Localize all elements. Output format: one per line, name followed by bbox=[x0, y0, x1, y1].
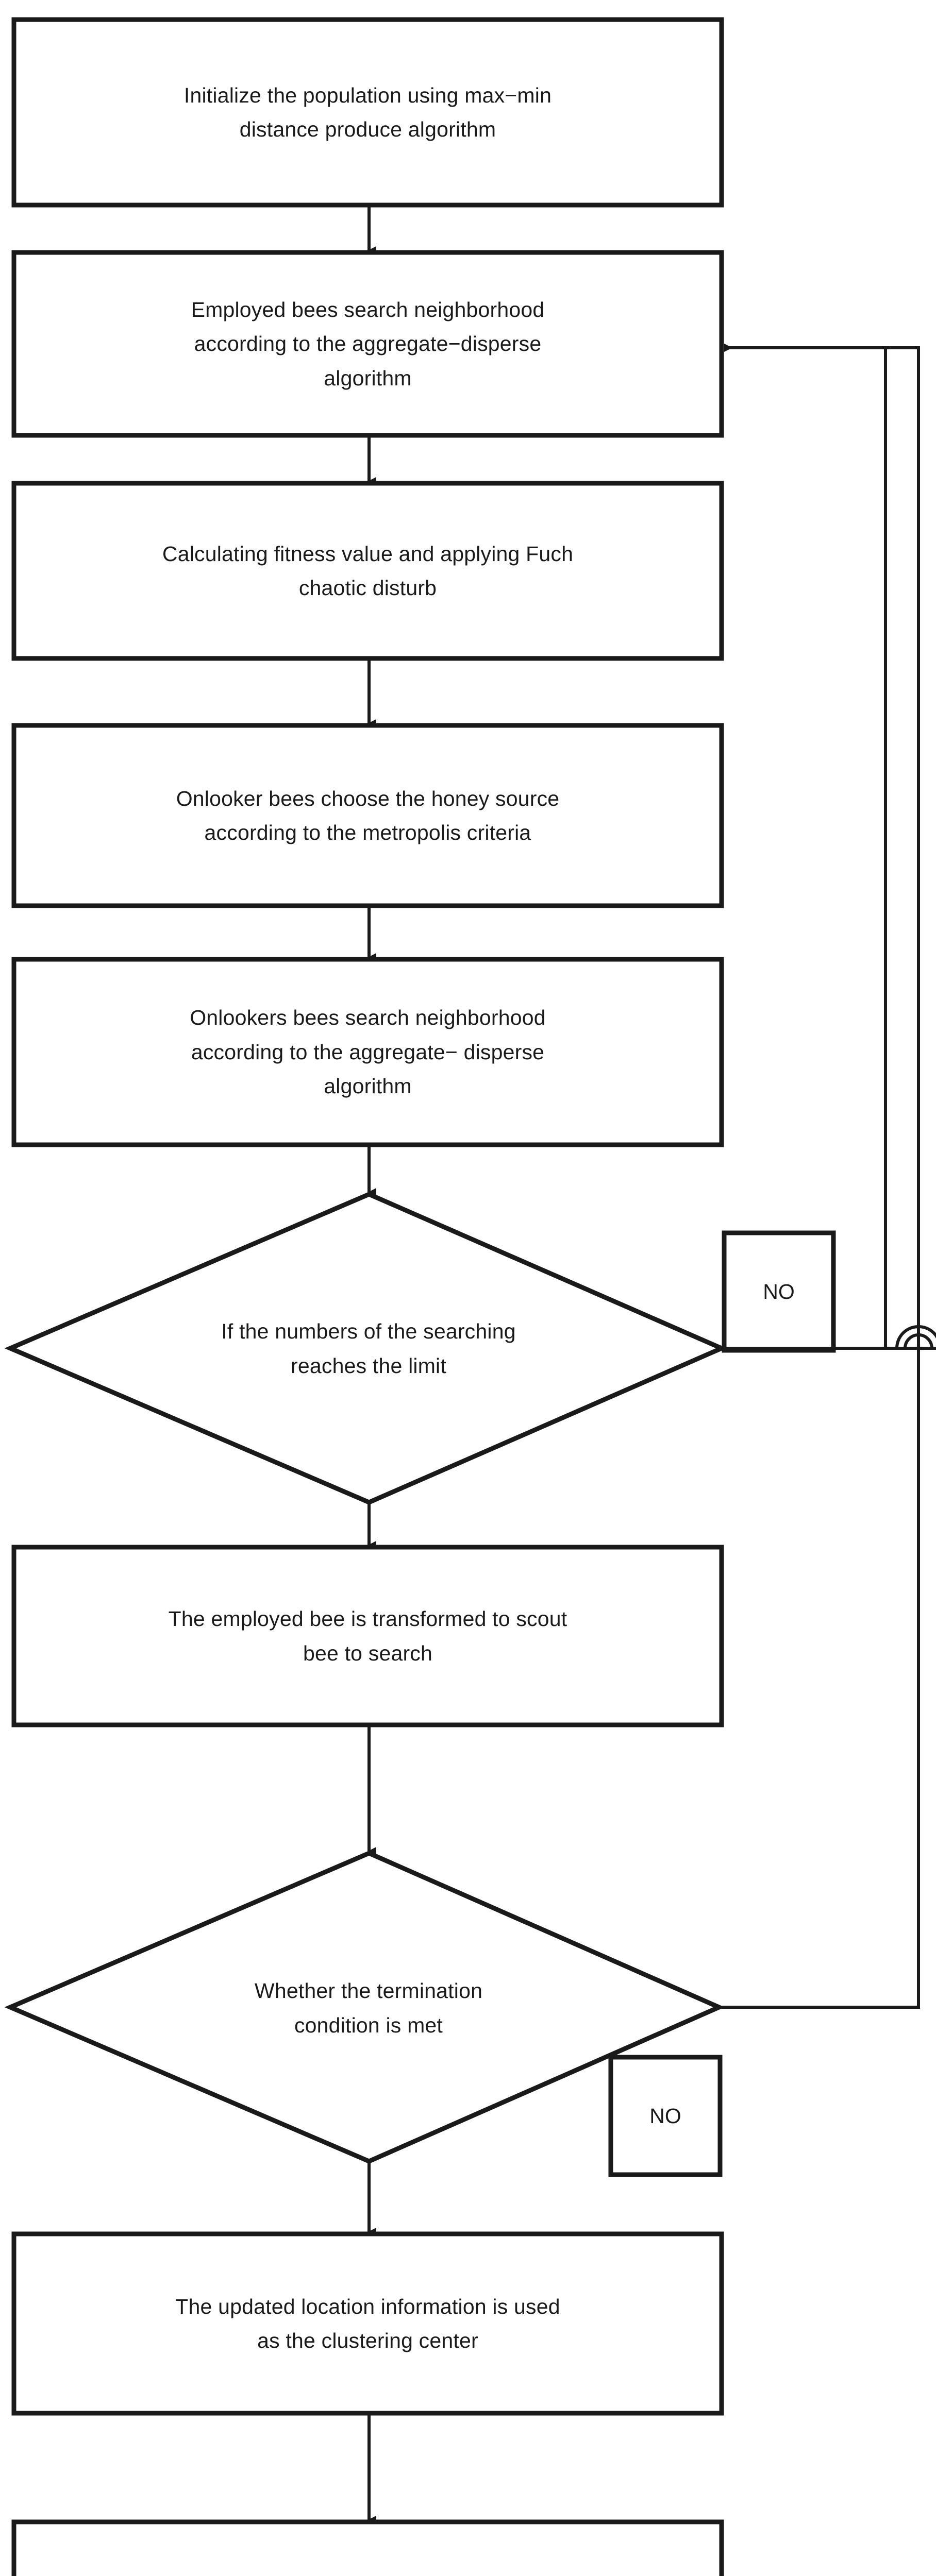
node-scout-shape bbox=[11, 1545, 724, 1727]
node-clustering-center-shape bbox=[11, 2231, 724, 2416]
edge-label-no-limit: NO bbox=[763, 1279, 795, 1303]
edge-termination-decision-no-feedback bbox=[719, 346, 920, 2009]
edge-label-box-no-termination bbox=[608, 2055, 723, 2177]
node-onlooker-choose-shape bbox=[11, 723, 724, 908]
edge-limit-decision-no-feedback bbox=[722, 346, 936, 1350]
node-clustering-shape bbox=[11, 2519, 724, 2576]
node-fitness-shape bbox=[11, 481, 724, 661]
edge-label-no-termination: NO bbox=[649, 2104, 681, 2128]
node-init-shape bbox=[11, 17, 724, 208]
node-termination-decision-shape bbox=[4, 1851, 725, 2164]
node-limit-decision-shape bbox=[4, 1192, 728, 1505]
edge-label-box-no-limit bbox=[722, 1230, 836, 1353]
node-onlooker-search-shape bbox=[11, 957, 724, 1147]
edge-line-hop-arc bbox=[904, 1333, 933, 1349]
node-employed-search-shape bbox=[11, 250, 724, 438]
